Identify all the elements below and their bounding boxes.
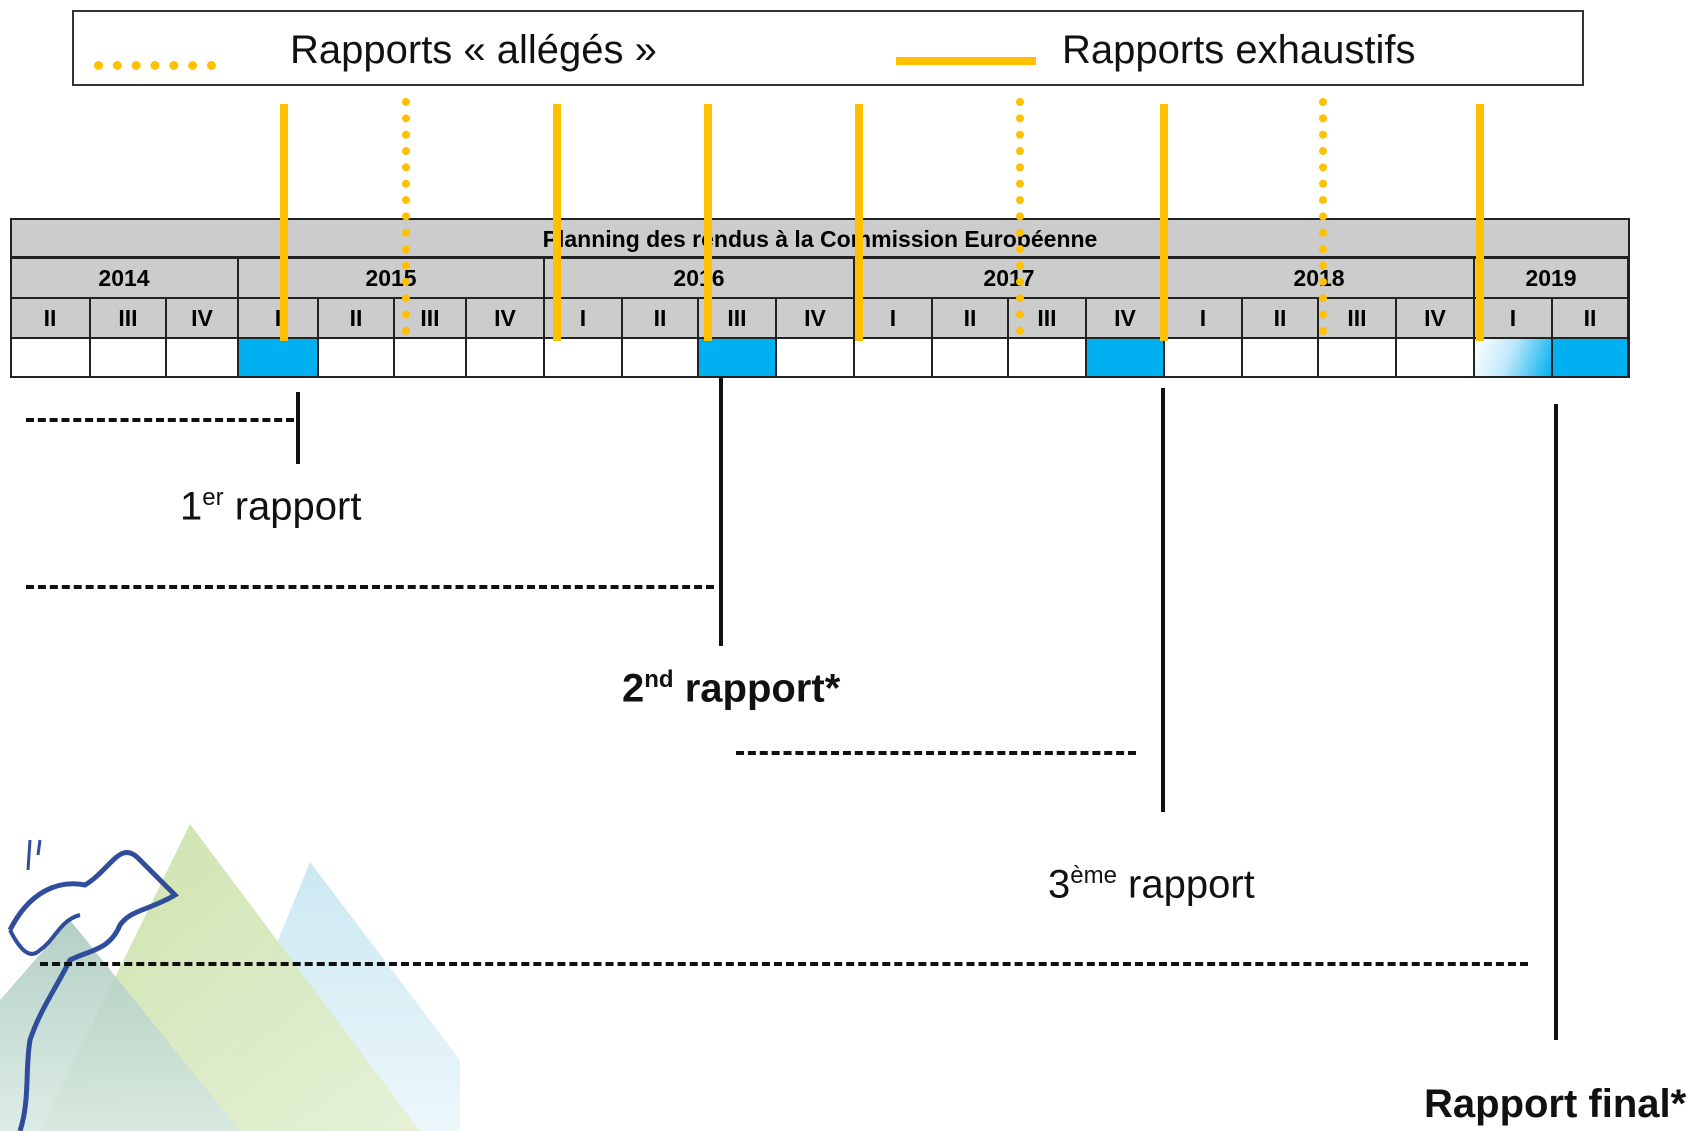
legend-full-label: Rapports exhaustifs bbox=[1062, 28, 1416, 72]
status-cell bbox=[1008, 338, 1086, 378]
light-report-marker bbox=[402, 98, 410, 335]
status-cell bbox=[1318, 338, 1396, 378]
quarter-cell: I bbox=[238, 298, 318, 338]
light-report-marker bbox=[1319, 98, 1327, 335]
quarter-cell: I bbox=[1474, 298, 1552, 338]
report-first-label: 1er rapport bbox=[180, 484, 362, 529]
status-cell bbox=[318, 338, 394, 378]
status-cell bbox=[166, 338, 238, 378]
status-cell bbox=[1086, 338, 1164, 378]
status-cell bbox=[1242, 338, 1318, 378]
quarter-cell: III bbox=[90, 298, 166, 338]
report-final-label: Rapport final* bbox=[1424, 1082, 1687, 1126]
tick-final bbox=[1554, 404, 1558, 1040]
status-cell bbox=[932, 338, 1008, 378]
quarter-cell: II bbox=[622, 298, 698, 338]
year-cell: 2014 bbox=[10, 258, 238, 298]
tick-third bbox=[1161, 388, 1165, 812]
quarter-cell: IV bbox=[776, 298, 854, 338]
report-second-label: 2nd rapport* bbox=[622, 666, 841, 711]
dash-line-final bbox=[40, 962, 1528, 966]
status-cell bbox=[466, 338, 544, 378]
legend-dotted-swatch bbox=[94, 61, 216, 70]
full-report-marker bbox=[553, 104, 561, 341]
quarter-cell: II bbox=[1552, 298, 1628, 338]
light-report-marker bbox=[1016, 98, 1024, 335]
status-cell bbox=[1396, 338, 1474, 378]
status-cell bbox=[394, 338, 466, 378]
quarter-cell: III bbox=[1318, 298, 1396, 338]
quarter-cell: I bbox=[1164, 298, 1242, 338]
status-cell bbox=[544, 338, 622, 378]
tick-second bbox=[719, 378, 723, 646]
year-cell: 2016 bbox=[544, 258, 854, 298]
quarter-cell: IV bbox=[166, 298, 238, 338]
status-cell bbox=[10, 338, 90, 378]
legend-box: Rapports « allégés » Rapports exhaustifs bbox=[72, 10, 1584, 86]
quarter-cell: I bbox=[854, 298, 932, 338]
status-cell bbox=[238, 338, 318, 378]
year-cell: 2019 bbox=[1474, 258, 1628, 298]
dash-line-first bbox=[26, 418, 294, 422]
full-report-marker bbox=[704, 104, 712, 341]
quarter-cell: IV bbox=[1086, 298, 1164, 338]
status-cell bbox=[1474, 338, 1552, 378]
year-cell: 2017 bbox=[854, 258, 1164, 298]
dash-line-second bbox=[26, 585, 714, 589]
status-cell bbox=[1164, 338, 1242, 378]
status-cell bbox=[90, 338, 166, 378]
quarter-cell: II bbox=[1242, 298, 1318, 338]
full-report-marker bbox=[1476, 104, 1484, 341]
quarter-cell: IV bbox=[1396, 298, 1474, 338]
status-cell bbox=[854, 338, 932, 378]
status-cell bbox=[1552, 338, 1628, 378]
tick-first bbox=[296, 392, 300, 464]
status-row bbox=[10, 338, 1630, 378]
full-report-marker bbox=[280, 104, 288, 341]
quarter-cell: II bbox=[932, 298, 1008, 338]
dash-line-third bbox=[736, 751, 1136, 755]
report-third-label: 3ème rapport bbox=[1048, 862, 1255, 907]
table-title-row: Planning des rendus à la Commission Euro… bbox=[10, 218, 1630, 258]
status-cell bbox=[698, 338, 776, 378]
legend-light-label: Rapports « allégés » bbox=[290, 28, 657, 72]
full-report-marker bbox=[855, 104, 863, 341]
landscape-decoration bbox=[0, 824, 460, 1131]
table-title: Planning des rendus à la Commission Euro… bbox=[10, 218, 1630, 258]
quarter-cell: IV bbox=[466, 298, 544, 338]
legend-solid-swatch bbox=[896, 57, 1036, 65]
quarter-cell: II bbox=[10, 298, 90, 338]
full-report-marker bbox=[1160, 104, 1168, 341]
status-cell bbox=[776, 338, 854, 378]
quarter-cell: II bbox=[318, 298, 394, 338]
status-cell bbox=[622, 338, 698, 378]
